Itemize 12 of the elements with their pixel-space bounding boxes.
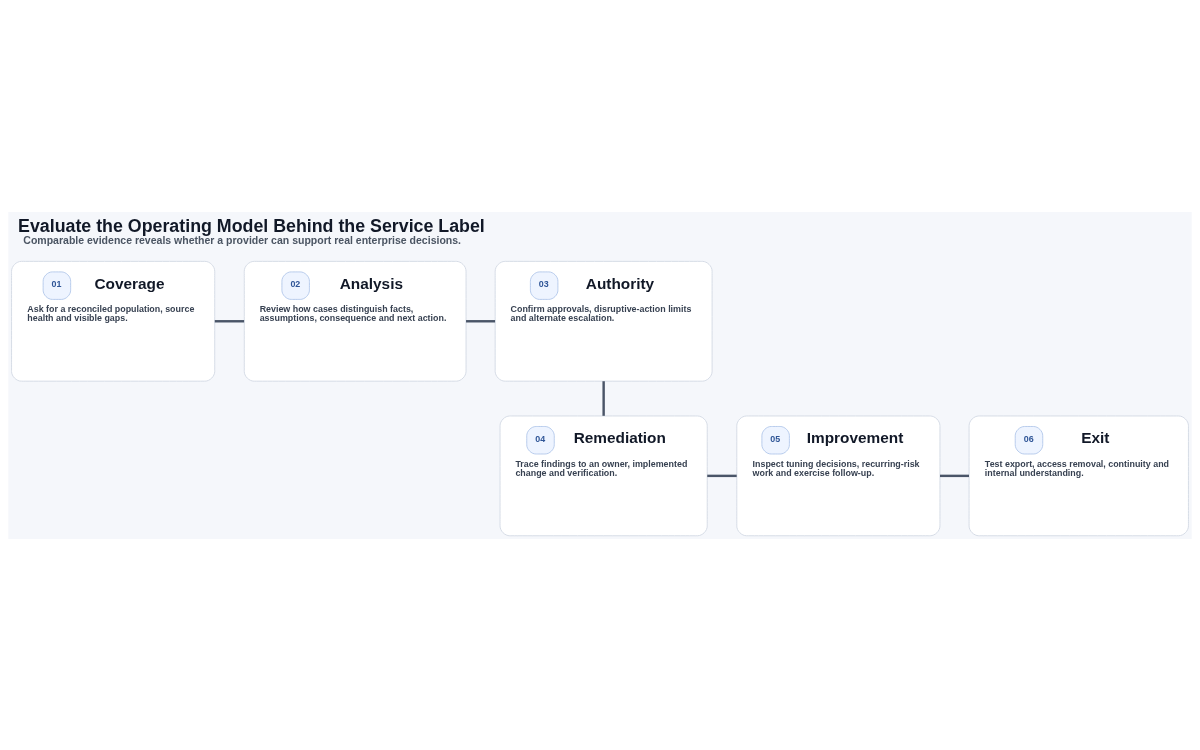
node-box: 01 Coverage Ask for a reconciled population, source health and visible gaps. bbox=[11, 260, 216, 382]
node-box: 02 Analysis Review how cases distinguish facts, assumptions, consequence and next action. bbox=[243, 260, 467, 382]
connector bbox=[707, 474, 737, 477]
node-box: 03 Authority Confirm approvals, disruptive-action limits and alternate escalation. bbox=[494, 260, 713, 382]
node-box: 06 Exit Test export, access removal, continuity and internal understanding. bbox=[968, 415, 1189, 536]
connector bbox=[940, 474, 969, 477]
node-box: 05 Improvement Inspect tuning decisions, recurring-risk work and exercise follow-up. bbox=[736, 415, 941, 536]
connector bbox=[214, 319, 245, 322]
connector bbox=[466, 319, 496, 322]
connector bbox=[602, 380, 605, 416]
node-box: 04 Remediation Trace findings to an owner, implemented change and verification. bbox=[499, 415, 708, 536]
diagram-title: Evaluate the Operating Model Behind the Service Label bbox=[18, 215, 485, 236]
